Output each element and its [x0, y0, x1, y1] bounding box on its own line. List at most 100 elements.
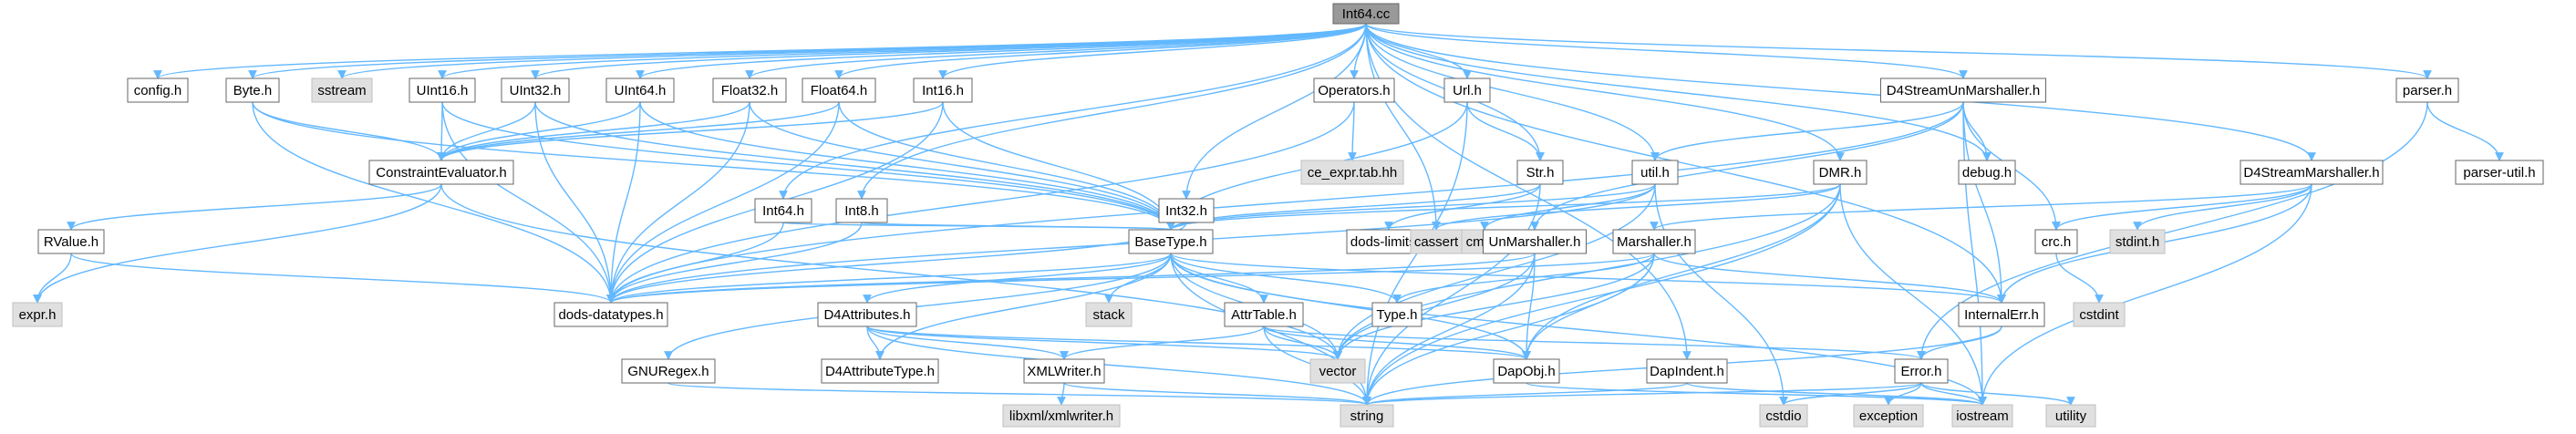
edge-dmr-h-to-basetype-h [1166, 183, 1841, 231]
node-int32-h[interactable]: Int32.h [1158, 198, 1215, 223]
node-crc-h[interactable]: crc.h [2034, 229, 2078, 254]
node-label: DMR.h [1819, 165, 1862, 181]
node-dmr-h[interactable]: DMR.h [1813, 160, 1867, 185]
nodes-layer: Int64.cc config.h Byte.h sstream UInt16.h UIn… [12, 3, 2544, 428]
edge-util-h-to-vector [1333, 183, 1656, 360]
node-box [1646, 358, 1728, 384]
node-box [1332, 3, 1400, 25]
node-constraintevaluator-h[interactable]: ConstraintEvaluator.h [368, 160, 514, 185]
edge-int64-cc-to-parser-h [1365, 23, 2432, 79]
node-dapindent-h[interactable]: DapIndent.h [1646, 358, 1728, 384]
node-sstream[interactable]: sstream [311, 78, 373, 103]
node-utility[interactable]: utility [2045, 404, 2096, 428]
node-float32-h[interactable]: Float32.h [712, 78, 787, 103]
edge-byte-h-to-constraintevaluator-h [252, 101, 446, 161]
node-box [754, 198, 812, 223]
edge-int64-h-to-dods-datatypes-h [606, 222, 784, 304]
node-box [1951, 404, 2013, 428]
node-error-h[interactable]: Error.h [1894, 358, 1949, 384]
node-label: Float64.h [811, 83, 868, 98]
node-cstdint[interactable]: cstdint [2073, 302, 2126, 327]
edge-int64-cc-to-uint64-h [636, 23, 1367, 79]
node-dods-datatypes-h[interactable]: dods-datatypes.h [553, 302, 668, 327]
node-string[interactable]: string [1340, 404, 1394, 428]
node-float64-h[interactable]: Float64.h [802, 78, 876, 103]
node-uint64-h[interactable]: UInt64.h [605, 78, 675, 103]
edge-attrtable-h-to-error-h [1263, 326, 1926, 360]
node-uint32-h[interactable]: UInt32.h [501, 78, 570, 103]
edge-uint64-h-to-dods-datatypes-h [606, 101, 641, 304]
node-libxml-xmlwriter-h[interactable]: libxml/xmlwriter.h [1002, 404, 1121, 428]
node-label: Int64.h [762, 203, 804, 219]
edge-util-h-to-cmath [1480, 183, 1656, 231]
edge-util-h-to-basetype-h [1166, 183, 1656, 231]
node-d4attributes-h[interactable]: D4Attributes.h [817, 302, 917, 327]
node-d4streamunmarshaller-h[interactable]: D4StreamUnMarshaller.h [1880, 78, 2046, 103]
node-stack[interactable]: stack [1085, 302, 1133, 327]
node-box [409, 78, 476, 103]
node-box [12, 302, 63, 327]
node-int64-h[interactable]: Int64.h [754, 198, 812, 223]
edge-int64-cc-to-internalerr-h [1365, 23, 2006, 304]
node-xmlwriter-h[interactable]: XMLWriter.h [1023, 358, 1105, 384]
node-parser-h[interactable]: parser.h [2395, 78, 2459, 103]
node-url-h[interactable]: Url.h [1443, 78, 1491, 103]
node-internalerr-h[interactable]: InternalErr.h [1958, 302, 2045, 327]
node-cstdio[interactable]: cstdio [1759, 404, 1808, 428]
node-int8-h[interactable]: Int8.h [835, 198, 888, 223]
node-box [368, 160, 514, 185]
node-expr-h[interactable]: expr.h [12, 302, 63, 327]
node-box [621, 358, 716, 384]
node-cassert[interactable]: cassert [1410, 229, 1463, 254]
node-dapobj-h[interactable]: DapObj.h [1493, 358, 1560, 384]
edge-unmarshaller-h-to-dapobj-h [1522, 253, 1536, 360]
edge-dmr-h-to-cassert [1432, 183, 1841, 231]
edge-byte-h-to-basetype-h [252, 101, 1175, 231]
node-box [1958, 160, 2016, 185]
node-label: UnMarshaller.h [1489, 234, 1581, 250]
node-box [2045, 404, 2096, 428]
node-uint16-h[interactable]: UInt16.h [409, 78, 476, 103]
node-label: InternalErr.h [1964, 307, 2039, 323]
edge-basetype-h-to-dods-datatypes-h [606, 253, 1172, 304]
edge-int16-h-to-constraintevaluator-h [437, 101, 944, 161]
node-operators-h[interactable]: Operators.h [1313, 78, 1395, 103]
node-iostream[interactable]: iostream [1951, 404, 2013, 428]
node-int64-cc[interactable]: Int64.cc [1332, 3, 1400, 25]
node-box [2395, 78, 2459, 103]
node-gnuregex-h[interactable]: GNURegex.h [621, 358, 716, 384]
node-type-h[interactable]: Type.h [1371, 302, 1422, 327]
node-marshaller-h[interactable]: Marshaller.h [1612, 229, 1696, 254]
node-basetype-h[interactable]: BaseType.h [1128, 229, 1214, 254]
node-str-h[interactable]: Str.h [1516, 160, 1564, 185]
node-stdint-h[interactable]: stdint.h [2109, 229, 2166, 254]
node-label: DapIndent.h [1650, 364, 1724, 379]
node-box [1894, 358, 1949, 384]
edge-basetype-h-to-d4attributes-h [863, 253, 1172, 304]
node-box [501, 78, 570, 103]
node-d4attributetype-h[interactable]: D4AttributeType.h [821, 358, 939, 384]
edge-uint64-h-to-constraintevaluator-h [437, 101, 641, 161]
node-attrtable-h[interactable]: AttrTable.h [1224, 302, 1304, 327]
node-exception[interactable]: exception [1853, 404, 1924, 428]
node-int16-h[interactable]: Int16.h [913, 78, 973, 103]
node-box [225, 78, 280, 103]
node-util-h[interactable]: util.h [1631, 160, 1679, 185]
edge-int64-cc-to-int8-h [857, 23, 1367, 200]
node-label: cassert [1414, 234, 1459, 250]
node-label: Url.h [1453, 83, 1482, 98]
node-d4streammarshaller-h[interactable]: D4StreamMarshaller.h [2240, 160, 2384, 185]
node-ce-expr-tab-hh[interactable]: ce_expr.tab.hh [1300, 160, 1404, 185]
node-rvalue-h[interactable]: RValue.h [37, 229, 105, 254]
node-parser-util-h[interactable]: parser-util.h [2455, 160, 2544, 185]
node-unmarshaller-h[interactable]: UnMarshaller.h [1483, 229, 1587, 254]
node-vector[interactable]: vector [1309, 358, 1366, 384]
node-byte-h[interactable]: Byte.h [225, 78, 280, 103]
edge-constraintevaluator-h-to-expr-h [33, 183, 442, 304]
node-debug-h[interactable]: debug.h [1958, 160, 2016, 185]
node-config-h[interactable]: config.h [127, 78, 189, 103]
node-label: XMLWriter.h [1027, 364, 1101, 379]
node-box [817, 302, 917, 327]
edge-parser-h-to-error-h [1917, 101, 2428, 360]
node-box [605, 78, 675, 103]
